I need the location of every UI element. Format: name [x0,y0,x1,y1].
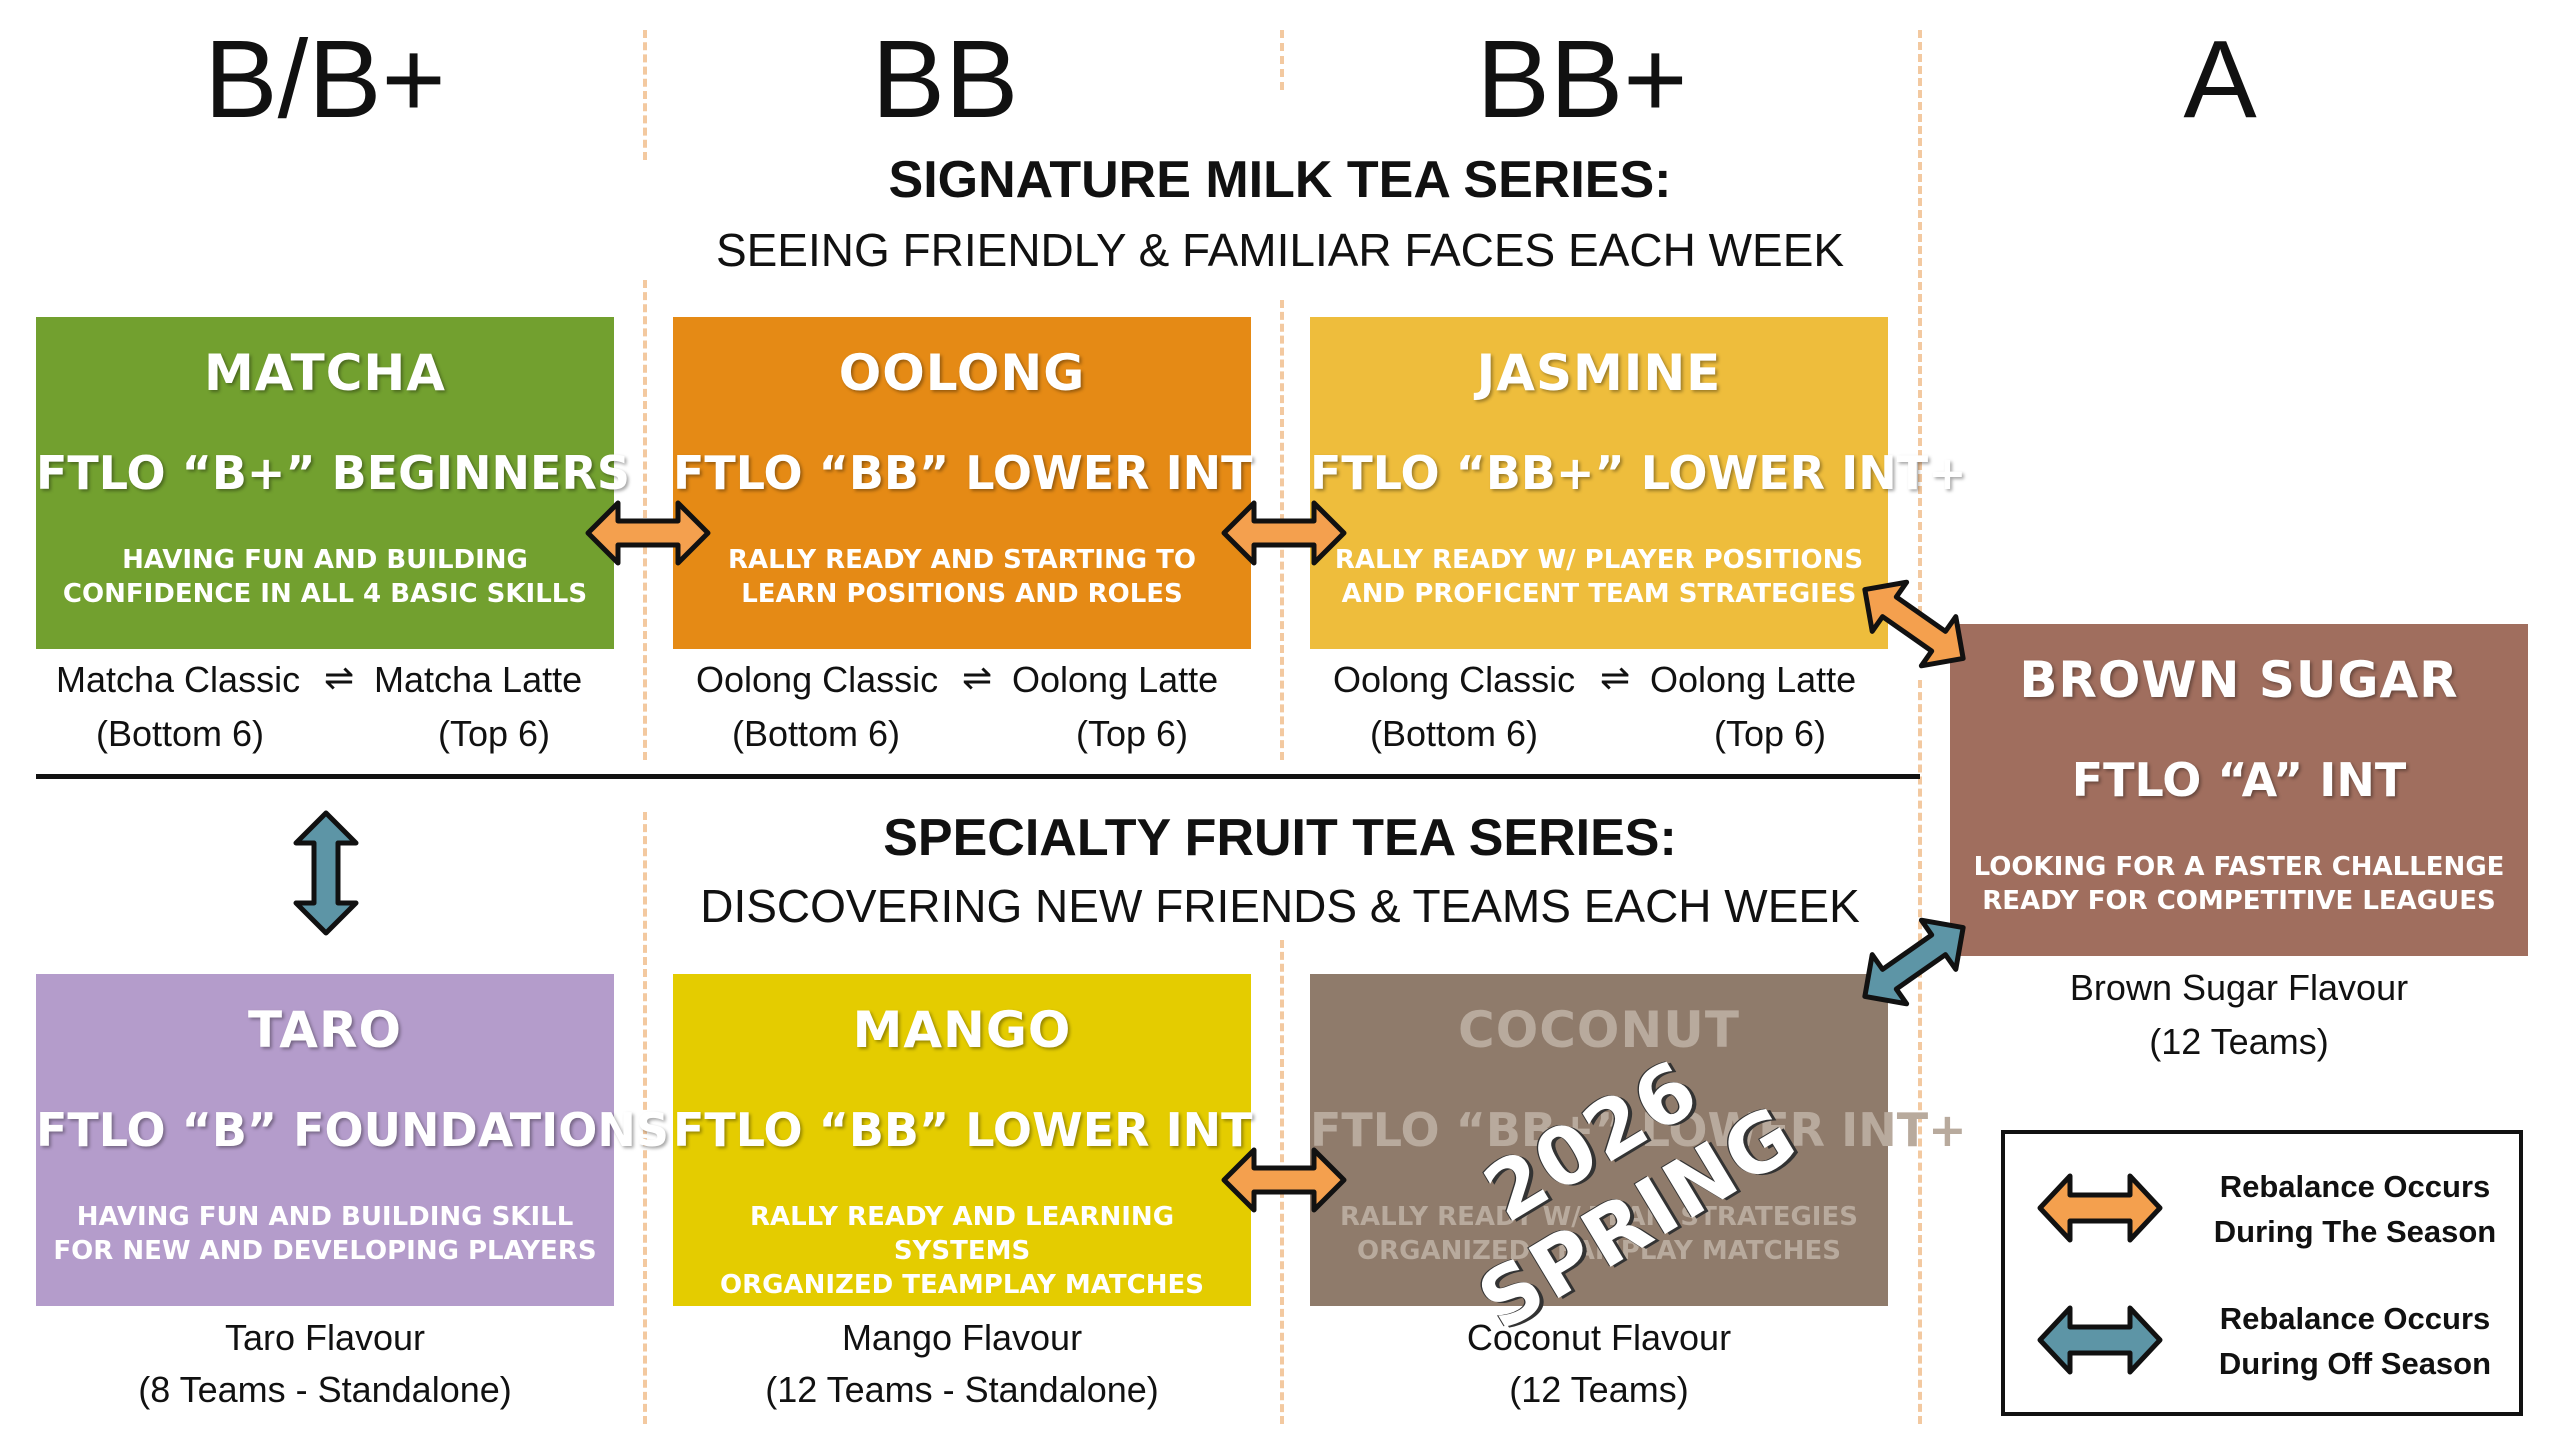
oolong-box: OOLONG FTLO “BB” LOWER INT RALLY READY A… [673,317,1253,649]
oolong-classic-label: Oolong Classic [696,659,939,700]
series-divider [36,774,1920,779]
mango-name: MANGO [852,1001,1072,1059]
oolong-bottom-label: (Bottom 6) [732,713,901,754]
brown-sugar-teams-label: (12 Teams) [2149,1021,2329,1062]
column-divider [1280,30,1284,90]
swap-symbol: ⇌ [962,657,993,698]
taro-name: TARO [248,1001,402,1059]
fruit-series-subtitle: DISCOVERING NEW FRIENDS & TEAMS EACH WEE… [700,880,1860,932]
milk-series-title: SIGNATURE MILK TEA SERIES: [888,151,1672,209]
column-divider [643,812,647,1424]
legend-in-season-line2: During The Season [2213,1214,2497,1249]
taro-box: TARO FTLO “B” FOUNDATIONS HAVING FUN AND… [36,974,669,1306]
oolong-jasmine-arrow-icon [1224,503,1344,563]
column-header-bb: BB [871,18,1019,141]
column-divider [1918,680,1922,1424]
matcha-oolong-arrow-icon [588,503,708,563]
coconut-level: FTLO “BB+” LOWER INT+ [1310,1103,1967,1157]
jasmine-classic-label: Oolong Classic [1333,659,1576,700]
legend-in-season-line1: Rebalance Occurs [2219,1169,2491,1204]
mango-flavour-label: Mango Flavour [841,1317,1083,1358]
mango-teams-label: (12 Teams - Standalone) [765,1369,1159,1410]
jasmine-name: JASMINE [1476,344,1722,402]
in-season-arrow-icon [2037,1173,2163,1243]
legend-off-season-line2: During Off Season [2218,1346,2492,1381]
column-divider [1918,30,1922,614]
brown-sugar-level: FTLO “A” INT [2071,753,2407,807]
matcha-bottom-label: (Bottom 6) [96,713,265,754]
taro-level: FTLO “B” FOUNDATIONS [36,1103,669,1157]
jasmine-level: FTLO “BB+” LOWER INT+ [1310,446,1967,500]
matcha-box: MATCHA FTLO “B+” BEGINNERS HAVING FUN AN… [36,317,631,649]
brown-sugar-flavour-label: Brown Sugar Flavour [2069,967,2409,1008]
jasmine-bottom-label: (Bottom 6) [1370,713,1539,754]
jasmine-latte-label: Oolong Latte [1650,659,1857,700]
taro-flavour-label: Taro Flavour [224,1317,426,1358]
coconut-flavour-label: Coconut Flavour [1466,1317,1732,1358]
coconut-box: COCONUT FTLO “BB+” LOWER INT+ RALLY READ… [1310,974,1967,1306]
matcha-taro-arrow-icon [296,813,356,933]
legend-off-season-line1: Rebalance Occurs [2219,1301,2491,1336]
taro-teams-label: (8 Teams - Standalone) [138,1369,512,1410]
brown-sugar-box: BROWN SUGAR FTLO “A” INT LOOKING FOR A F… [1950,624,2528,956]
column-header-b-bplus: B/B+ [204,18,446,141]
off-season-arrow-icon [2037,1305,2163,1375]
jasmine-box: JASMINE FTLO “BB+” LOWER INT+ RALLY READ… [1310,317,1967,649]
legend: Rebalance Occurs During The Season Rebal… [2001,1130,2523,1416]
oolong-name: OOLONG [838,344,1086,402]
swap-symbol: ⇌ [324,657,355,698]
column-header-bbplus: BB+ [1476,18,1688,141]
jasmine-brown-sugar-arrow-icon [1848,565,1981,683]
coconut-teams-label: (12 Teams) [1509,1369,1689,1410]
oolong-latte-label: Oolong Latte [1012,659,1219,700]
coconut-name: COCONUT [1458,1001,1740,1059]
milk-series-subtitle: SEEING FRIENDLY & FAMILIAR FACES EACH WE… [715,224,1845,276]
column-divider [643,30,647,160]
matcha-name: MATCHA [204,344,446,402]
fruit-series-title: SPECIALTY FRUIT TEA SERIES: [883,809,1677,867]
column-header-a: A [2183,18,2257,141]
matcha-level: FTLO “B+” BEGINNERS [36,446,631,500]
oolong-level: FTLO “BB” LOWER INT [673,446,1253,500]
matcha-top-label: (Top 6) [438,713,551,754]
swap-symbol: ⇌ [1600,657,1631,698]
oolong-top-label: (Top 6) [1076,713,1189,754]
brown-sugar-name: BROWN SUGAR [2019,651,2459,709]
matcha-classic-label: Matcha Classic [56,659,301,700]
mango-box: MANGO FTLO “BB” LOWER INT RALLY READY AN… [673,974,1253,1306]
matcha-latte-label: Matcha Latte [374,659,583,700]
coconut-brown-sugar-arrow-icon [1848,903,1981,1021]
mango-level: FTLO “BB” LOWER INT [673,1103,1253,1157]
mango-coconut-arrow-icon [1224,1150,1344,1210]
jasmine-top-label: (Top 6) [1714,713,1827,754]
